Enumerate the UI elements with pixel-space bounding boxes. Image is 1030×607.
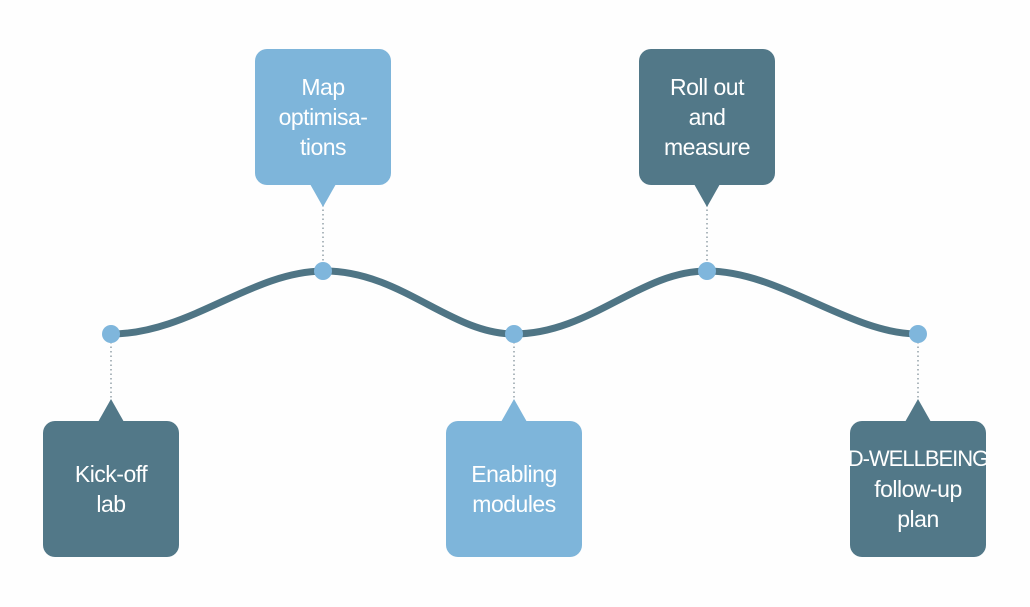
milestone-text-line: follow-up: [874, 476, 962, 502]
milestone-enabling-modules: Enabling modules: [446, 421, 582, 557]
milestone-text-line: measure: [664, 134, 750, 160]
pointer-triangle: [694, 184, 720, 207]
milestone-map-optimisations: Map optimisa- tions: [255, 49, 391, 185]
milestone-text-line: D-WELLBEING: [847, 446, 990, 471]
pointer-triangle: [98, 399, 124, 422]
milestone-text-line: Enabling: [471, 461, 557, 487]
milestone-text-line: optimisa-: [278, 104, 368, 130]
pointer-triangle: [501, 399, 527, 422]
milestone-kickoff-lab: Kick-off lab: [43, 421, 179, 557]
milestone-dot: [102, 325, 120, 343]
milestone-text-line: tions: [299, 134, 347, 160]
milestone-dot: [314, 262, 332, 280]
milestone-dwellbeing-follow-up-plan: D-WELLBEING follow-up plan: [847, 421, 990, 557]
pointer-triangle: [310, 184, 336, 207]
milestone-dot: [698, 262, 716, 280]
pointer-triangle: [905, 399, 931, 422]
milestone-text-line: modules: [472, 491, 556, 517]
milestone-text-line: Map: [301, 74, 345, 100]
connector-lines: [110, 205, 919, 401]
milestone-text-line: Roll out: [670, 74, 744, 100]
milestone-dot: [505, 325, 523, 343]
milestone-text-line: plan: [897, 506, 939, 532]
milestone-dots: [102, 262, 927, 343]
milestone-dot: [909, 325, 927, 343]
milestone-text-line: lab: [96, 491, 126, 517]
milestone-text-line: Kick-off: [74, 461, 148, 487]
timeline-wave: [107, 267, 922, 338]
pointer-triangles: [98, 184, 931, 422]
milestone-text-line: and: [688, 104, 726, 130]
milestone-roll-out-and-measure: Roll out and measure: [639, 49, 775, 185]
